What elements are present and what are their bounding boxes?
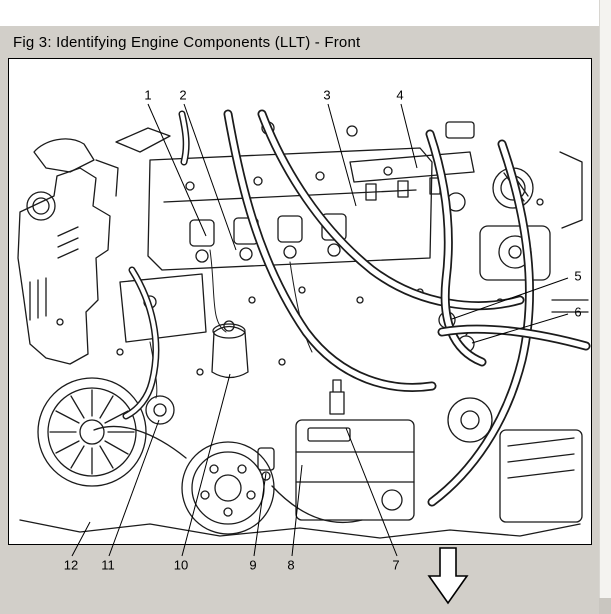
callout-label-1: 1	[144, 87, 152, 103]
scrollbar-track[interactable]	[599, 0, 611, 614]
hoses-group	[122, 109, 591, 507]
figure-title: Fig 3: Identifying Engine Components (LL…	[13, 33, 361, 51]
callout-label-12: 12	[63, 557, 79, 573]
callout-label-3: 3	[323, 87, 331, 103]
scrollbar-thumb[interactable]	[599, 598, 611, 614]
diagram-panel	[8, 58, 592, 545]
callout-label-6: 6	[574, 304, 582, 320]
callout-label-11: 11	[101, 557, 115, 573]
callout-label-7: 7	[392, 557, 400, 573]
engine-body-group	[17, 121, 589, 539]
callout-label-8: 8	[287, 557, 295, 573]
callout-label-4: 4	[396, 87, 404, 103]
callout-label-2: 2	[179, 87, 187, 103]
callout-label-9: 9	[249, 557, 257, 573]
leader-lines	[71, 103, 569, 557]
down-arrow-icon	[427, 547, 469, 605]
figure-title-bar: Fig 3: Identifying Engine Components (LL…	[0, 26, 599, 58]
callout-label-5: 5	[574, 268, 582, 284]
callout-label-10: 10	[173, 557, 189, 573]
top-margin-strip	[0, 0, 599, 26]
